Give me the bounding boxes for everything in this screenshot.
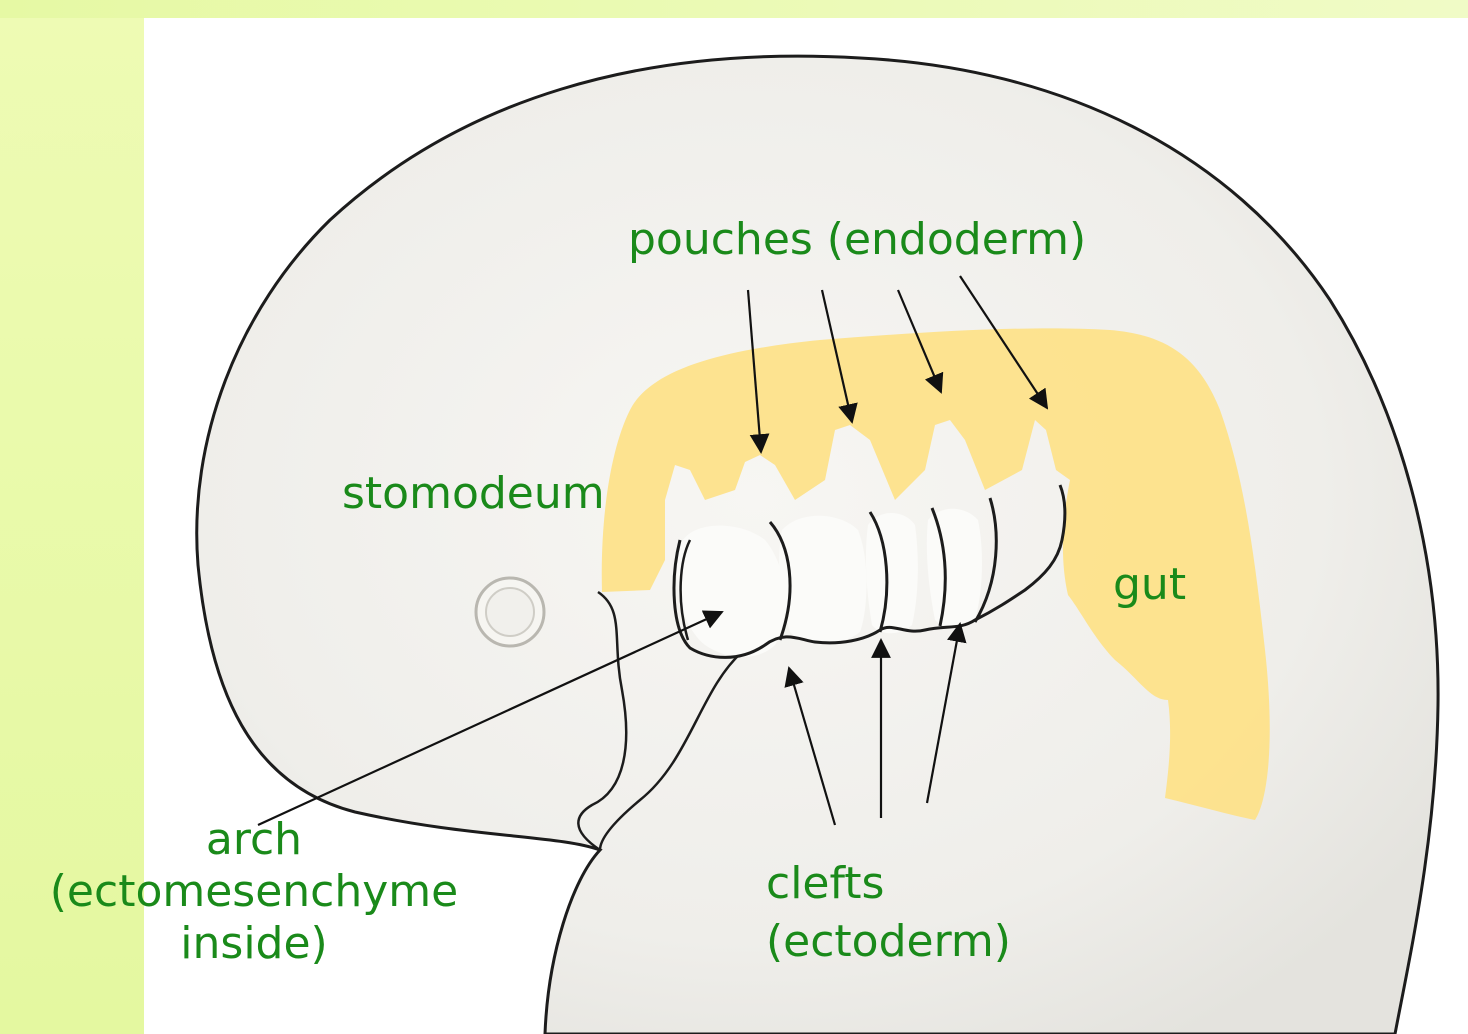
label-stomodeum: stomodeum bbox=[342, 472, 605, 516]
label-clefts-group: clefts (ectoderm) bbox=[766, 862, 1011, 964]
pharyngeal-arch-4 bbox=[927, 509, 982, 628]
label-arch-group: arch (ectomesenchyme inside) bbox=[4, 818, 504, 966]
label-arch-line-3: inside) bbox=[4, 922, 504, 966]
pharyngeal-arch-3 bbox=[866, 513, 918, 633]
label-gut: gut bbox=[1113, 563, 1186, 607]
label-pouches: pouches (endoderm) bbox=[628, 218, 1086, 262]
label-arch-line-1: arch bbox=[4, 818, 504, 862]
eye-placode-inner bbox=[486, 588, 534, 636]
label-clefts-line-1: clefts bbox=[766, 862, 1011, 906]
label-clefts-line-2: (ectoderm) bbox=[766, 920, 1011, 964]
pharyngeal-arch-2 bbox=[779, 516, 866, 644]
label-arch-line-2: (ectomesenchyme bbox=[4, 870, 504, 914]
